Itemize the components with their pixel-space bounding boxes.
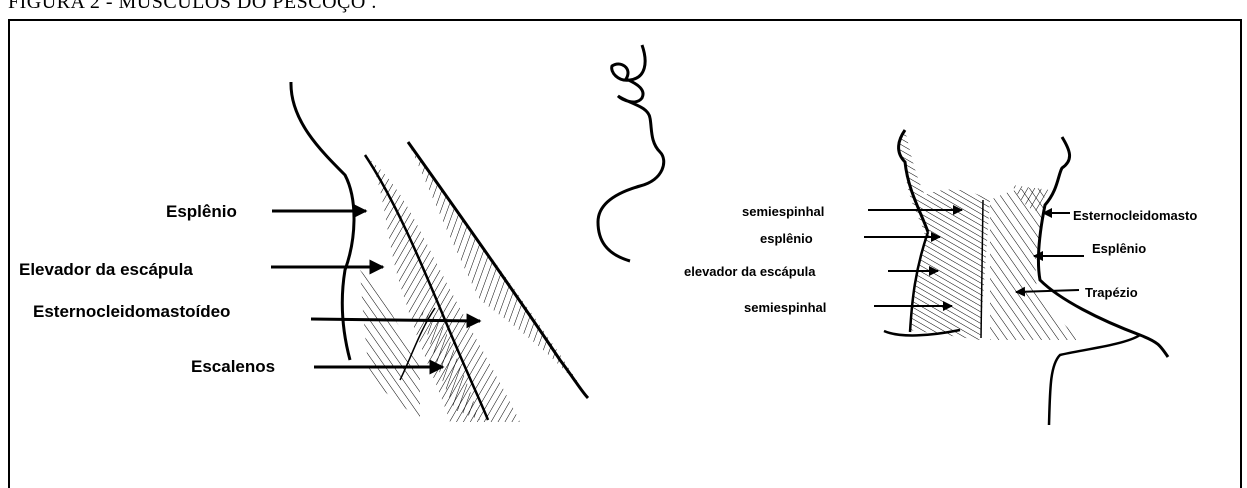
label-semiespinhal-top: semiespinhal	[742, 204, 824, 219]
face-profile-drawing	[598, 45, 664, 261]
label-escalenos: Escalenos	[191, 357, 275, 376]
label-esplenio-posterior: Esplênio	[1092, 241, 1146, 256]
label-esternocleidomastoideo-right-fig: Esternocleidomasto	[1073, 208, 1197, 223]
label-esplenio-right-fig: esplênio	[760, 231, 813, 246]
lateral-neck-drawing	[291, 82, 588, 422]
label-esplenio: Esplênio	[166, 202, 237, 221]
label-esternocleidomastoideo: Esternocleidomastoídeo	[33, 302, 230, 321]
label-semiespinhal-bottom: semiespinhal	[744, 300, 826, 315]
label-trapezio: Trapézio	[1085, 285, 1138, 300]
label-elevador-escapula: Elevador da escápula	[19, 260, 193, 279]
label-elevador-escapula-right-fig: elevador da escápula	[684, 264, 816, 279]
posterior-neck-drawing	[884, 130, 1168, 425]
